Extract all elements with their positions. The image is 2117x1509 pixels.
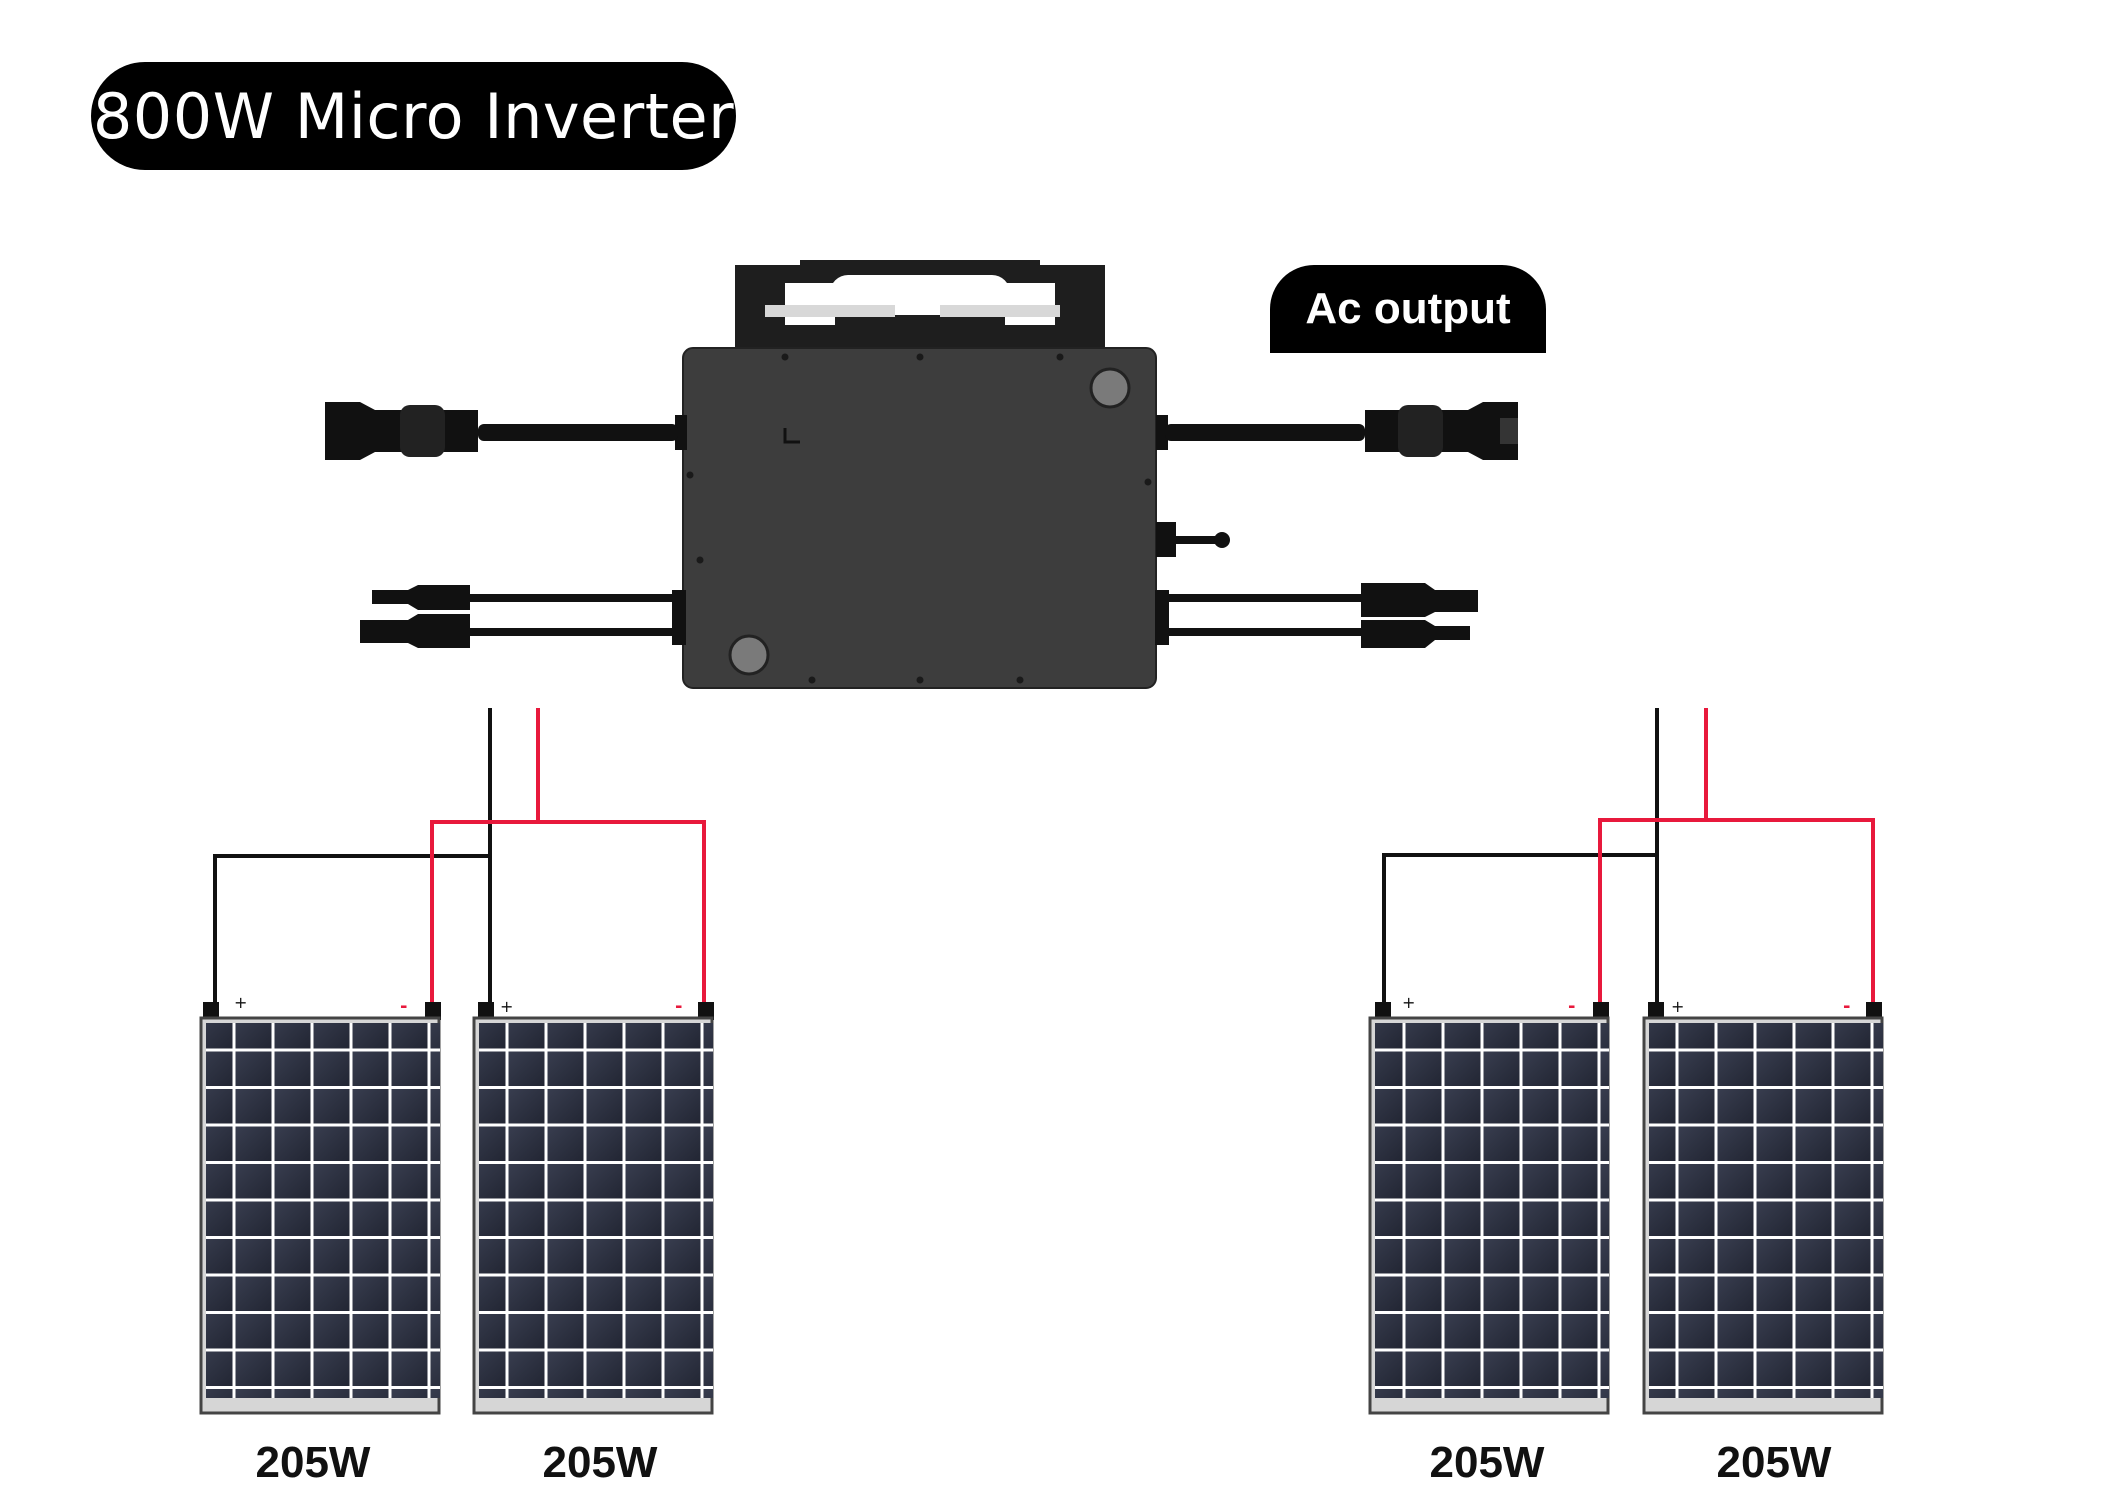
solar-panel-3: + - (1368, 993, 1610, 1415)
negative-wire (213, 854, 490, 1005)
wiring-right (1382, 708, 1875, 1005)
panel-1-wattage: 205W (255, 1438, 371, 1487)
wiring-left (213, 708, 706, 1005)
inverter-body (682, 347, 1157, 689)
title-text: 800W Micro Inverter (92, 79, 735, 153)
positive-wire (430, 820, 706, 1005)
positive-wire (1598, 818, 1875, 1005)
panel-2-wattage: 205W (542, 1438, 658, 1487)
solar-panel-2: + - (472, 996, 714, 1415)
panel-3-wattage: 205W (1429, 1438, 1545, 1487)
mount-hole (728, 634, 770, 676)
ac-output-text: Ac output (1305, 284, 1511, 333)
negative-wire (1382, 853, 1657, 1005)
plus-sign: + (1402, 993, 1415, 1012)
plus-sign: + (1671, 997, 1684, 1016)
ac-output-badge: Ac output (1270, 265, 1546, 353)
minus-sign: - (1568, 996, 1575, 1017)
plus-sign: + (500, 997, 513, 1016)
mount-hole (1089, 367, 1131, 409)
title-badge: 800W Micro Inverter (91, 62, 736, 170)
minus-sign: - (400, 996, 407, 1017)
solar-panel-4: + - (1642, 996, 1884, 1415)
solar-panel-1: + - (199, 993, 441, 1415)
micro-inverter (325, 260, 1518, 689)
panel-4-wattage: 205W (1716, 1438, 1832, 1487)
minus-sign: - (675, 996, 682, 1017)
plus-sign: + (234, 993, 247, 1012)
minus-sign: - (1843, 996, 1850, 1017)
